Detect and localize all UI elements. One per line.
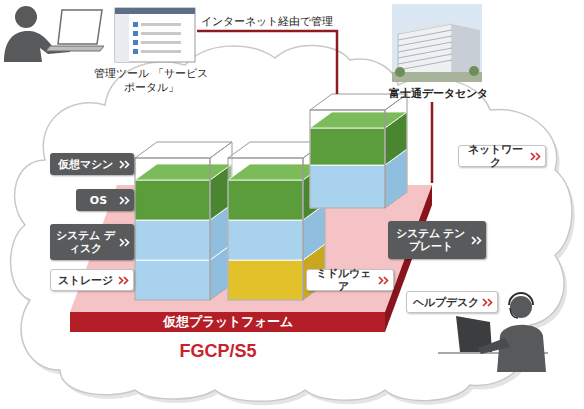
chevron-icon-part xyxy=(379,277,388,284)
portal-screenshot xyxy=(115,8,195,62)
connector-line xyxy=(197,31,337,40)
portal-screenshot-part xyxy=(141,41,181,44)
portal-screenshot-part xyxy=(141,32,181,35)
callout-tag: ヘルプデスク xyxy=(406,291,498,313)
portal-screenshot-part xyxy=(133,22,138,27)
datacenter-building-part xyxy=(395,67,405,77)
portal-screenshot-part xyxy=(141,23,181,26)
datacenter-building-part xyxy=(398,36,452,46)
datacenter-building-part xyxy=(398,60,452,70)
user-person-part xyxy=(46,46,104,51)
callout-tag: ミドルウェア xyxy=(306,269,394,291)
chevron-icon-part xyxy=(120,161,129,168)
datacenter-building-part xyxy=(398,20,470,34)
datacenter-building-part xyxy=(392,4,482,82)
datacenter-building-part xyxy=(469,66,479,76)
portal-screenshot-part xyxy=(115,8,195,62)
datacenter-building-part xyxy=(398,42,452,52)
portal-screenshot-part xyxy=(115,14,129,62)
platform-shape-part xyxy=(70,185,432,312)
datacenter-building-part xyxy=(398,48,452,58)
chevron-icon xyxy=(119,196,130,205)
chevron-icon xyxy=(530,152,541,161)
node-text: FGCP/S5 xyxy=(153,340,283,362)
datacenter-building-part xyxy=(398,30,452,40)
edge-label: インターネット経由で管理 xyxy=(201,15,333,28)
user-person-part xyxy=(15,6,37,28)
callout-tag: システム テンプレート xyxy=(388,221,486,259)
chevron-icon-part xyxy=(120,197,129,204)
user-person-part xyxy=(4,31,70,62)
chevron-icon xyxy=(378,276,389,285)
chevron-icon xyxy=(471,236,482,245)
node-text: 管理ツール 「サービスポータル」 xyxy=(91,66,211,94)
user-person xyxy=(4,6,104,62)
chevron-icon-part xyxy=(120,239,129,246)
chevron-icon xyxy=(482,298,493,307)
callout-tag: 仮想マシン xyxy=(50,153,134,175)
datacenter-building xyxy=(392,4,482,82)
node-text: ヘルプデスク xyxy=(412,296,479,309)
cloud-outline-part xyxy=(11,45,572,401)
node-text: 富士通データセンタ xyxy=(386,86,490,100)
portal-screenshot-part xyxy=(133,40,138,45)
datacenter-building-part xyxy=(398,54,452,64)
chevron-icon-part xyxy=(531,153,540,160)
node-text: システム ディスク xyxy=(55,229,116,255)
management-tool: 管理ツール 「サービスポータル」 xyxy=(105,4,197,100)
chevron-icon xyxy=(118,276,129,285)
node-text: ネットワーク xyxy=(464,143,527,169)
datacenter-building-part xyxy=(452,24,480,74)
platform-shape-part xyxy=(385,185,432,332)
data-center: 富士通データセンタ xyxy=(386,2,490,102)
portal-screenshot-part xyxy=(133,31,138,36)
node-text: システム テンプレート xyxy=(393,227,468,253)
chevron-icon-part xyxy=(119,277,128,284)
datacenter-building-part xyxy=(398,24,452,76)
node-text: ミドルウェア xyxy=(312,267,375,293)
node-text: 仮想プラットフォーム xyxy=(70,312,385,332)
callout-tag: ストレージ xyxy=(50,269,134,291)
node-text: ストレージ xyxy=(56,274,115,287)
platform-shape-part xyxy=(70,312,385,332)
portal-screenshot-part xyxy=(141,50,181,53)
node-text: 仮想マシン xyxy=(55,158,116,171)
callout-tag: システム ディスク xyxy=(50,224,134,260)
chevron-icon-part xyxy=(483,299,492,306)
user-person-part xyxy=(58,10,102,44)
chevron-icon xyxy=(119,238,130,247)
callout-tag: ネットワーク xyxy=(458,145,546,167)
chevron-icon-part xyxy=(472,237,481,244)
portal-screenshot-part xyxy=(115,8,195,14)
node-text: OS xyxy=(81,194,116,207)
cloud-service: FGCP/S5 仮想マシン ネットワーク OS システム ディスク システム テンプレート… xyxy=(5,40,575,406)
callout-tag: OS xyxy=(76,189,134,211)
chevron-icon xyxy=(119,160,130,169)
portal-screenshot-part xyxy=(133,49,138,54)
